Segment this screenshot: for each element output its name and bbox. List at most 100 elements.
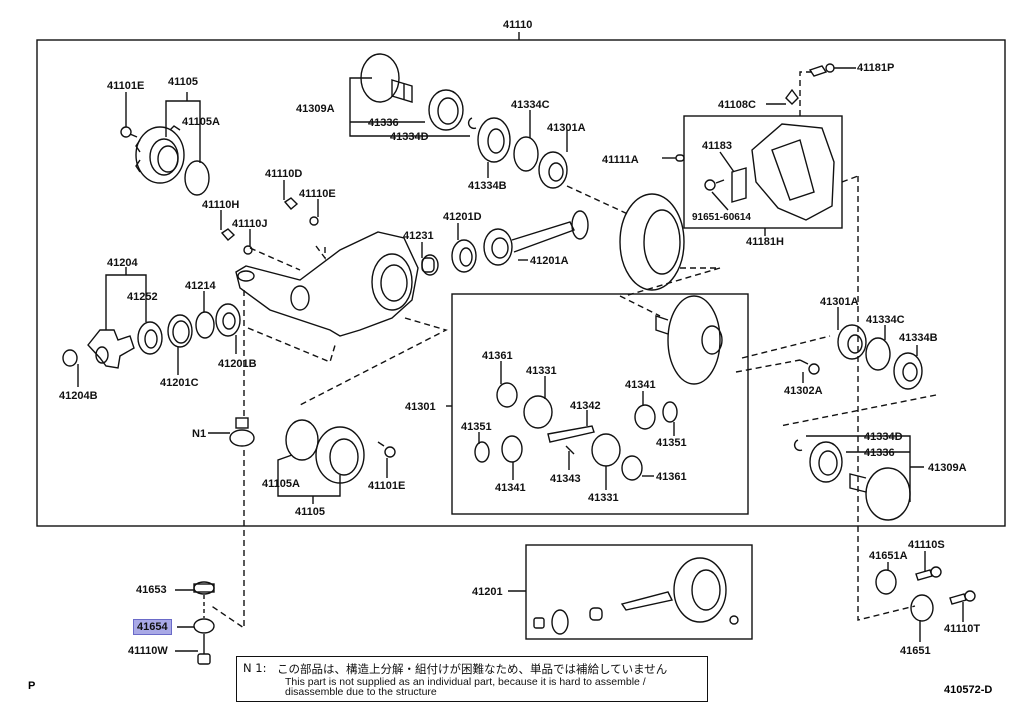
bearing-41201C <box>167 314 193 348</box>
plug-41111A <box>675 154 685 162</box>
part-label-41201-kit[interactable]: 41201 <box>472 586 503 598</box>
part-label-41214[interactable]: 41214 <box>185 280 216 292</box>
note-marker: N 1: <box>243 661 267 675</box>
part-label-41336-right[interactable]: 41336 <box>864 447 895 459</box>
part-label-41653[interactable]: 41653 <box>136 584 167 596</box>
part-label-41302A[interactable]: 41302A <box>784 385 823 397</box>
oil-seal-41336-right <box>809 441 843 483</box>
part-label-41110W[interactable]: 41110W <box>128 645 168 657</box>
part-label-41301A[interactable]: 41301A <box>547 122 586 134</box>
part-label-41204[interactable]: 41204 <box>107 257 138 269</box>
part-label-41110T[interactable]: 41110T <box>944 623 981 635</box>
rear-cover-41181H <box>751 123 835 221</box>
bolt-41110W <box>197 634 211 665</box>
part-label-41361-upper[interactable]: 41361 <box>482 350 513 362</box>
page-marker: P <box>28 680 36 692</box>
bushing-41651A <box>875 569 897 595</box>
part-label-41110S[interactable]: 41110S <box>908 539 945 551</box>
part-label-41343[interactable]: 41343 <box>550 473 581 485</box>
part-label-41331-upper[interactable]: 41331 <box>526 365 557 377</box>
part-label-41201B[interactable]: 41201B <box>218 358 257 370</box>
part-label-41201C[interactable]: 41201C <box>160 377 199 389</box>
part-label-41361-lower[interactable]: 41361 <box>656 471 687 483</box>
part-label-41105A-lower[interactable]: 41105A <box>262 478 300 490</box>
gear-41341-b <box>634 404 656 430</box>
part-label-41110D[interactable]: 41110D <box>265 168 303 180</box>
part-label-41204B[interactable]: 41204B <box>59 390 98 402</box>
part-label-41110H[interactable]: 41110H <box>202 199 240 211</box>
dashed-vertical-left <box>209 290 245 630</box>
spacer-41231 <box>421 254 439 276</box>
snap-ring-41334D-right <box>793 439 803 452</box>
part-label-41654-highlighted[interactable]: 41654 <box>133 619 172 635</box>
part-label-41105A[interactable]: 41105A <box>182 116 220 128</box>
part-label-91651-60614[interactable]: 91651-60614 <box>692 212 751 223</box>
part-label-41334C[interactable]: 41334C <box>511 99 550 111</box>
bracket-41309A-right <box>806 435 924 502</box>
bearing-41334B-top <box>477 117 511 163</box>
assembly-frame <box>36 39 1006 527</box>
part-label-41181H[interactable]: 41181H <box>746 236 784 248</box>
part-label-41101E[interactable]: 41101E <box>107 80 145 92</box>
part-label-41309A-right[interactable]: 41309A <box>928 462 967 474</box>
washer-41361-a <box>496 382 518 408</box>
part-label-41336[interactable]: 41336 <box>368 117 399 129</box>
differential-carrier-41110 <box>235 231 419 337</box>
leader-41183 <box>719 151 735 173</box>
nut-41110J <box>243 245 253 255</box>
part-label-41201D[interactable]: 41201D <box>443 211 482 223</box>
oil-seal-41252 <box>137 321 163 355</box>
part-label-41342[interactable]: 41342 <box>570 400 601 412</box>
part-label-41651A[interactable]: 41651A <box>869 550 908 562</box>
part-label-41334D[interactable]: 41334D <box>390 131 429 143</box>
part-label-41105[interactable]: 41105 <box>168 76 198 88</box>
part-label-41334B-right[interactable]: 41334B <box>899 332 938 344</box>
part-label-41301[interactable]: 41301 <box>405 401 436 413</box>
snap-ring-41334D-top <box>467 117 477 130</box>
cover-subframe <box>683 115 843 229</box>
part-label-41301A-right[interactable]: 41301A <box>820 296 859 308</box>
part-label-41110[interactable]: 41110 <box>503 19 533 31</box>
bolt-41101E-bottom <box>377 441 396 458</box>
washer-41351-b <box>662 401 678 423</box>
bearing-41334B-right <box>893 352 923 390</box>
part-label-41334B[interactable]: 41334B <box>468 180 507 192</box>
part-label-41101E-lower[interactable]: 41101E <box>368 480 406 492</box>
ring-gear-kit-frame <box>525 544 753 640</box>
part-label-41181P[interactable]: 41181P <box>857 62 895 74</box>
part-label-41331-lower[interactable]: 41331 <box>588 492 619 504</box>
gear-41331-b <box>591 433 621 467</box>
side-gear-shaft-41309A-right <box>849 467 911 521</box>
leader-91651 <box>711 191 729 211</box>
part-label-41105-lower[interactable]: 41105 <box>295 506 325 518</box>
part-label-41351-left[interactable]: 41351 <box>461 421 492 433</box>
part-label-41183[interactable]: 41183 <box>702 140 732 152</box>
bolt-91651-60614 <box>704 179 725 191</box>
part-label-41231[interactable]: 41231 <box>403 230 434 242</box>
part-label-41108C[interactable]: 41108C <box>718 99 756 111</box>
bolt-41302A <box>799 359 820 375</box>
part-label-41334C-right[interactable]: 41334C <box>866 314 905 326</box>
part-label-41651[interactable]: 41651 <box>900 645 931 657</box>
part-label-41341-right[interactable]: 41341 <box>625 379 656 391</box>
part-label-41309A[interactable]: 41309A <box>296 103 335 115</box>
bolt-41110D <box>283 197 299 210</box>
n1-note-box: N 1: この部品は、構造上分解・組付けが困難なため、単品では補給していません … <box>236 656 708 702</box>
part-label-41111A[interactable]: 41111A <box>602 154 639 166</box>
part-label-41334D-right[interactable]: 41334D <box>864 431 903 443</box>
part-label-41110E[interactable]: 41110E <box>299 188 336 200</box>
bolt-41110T <box>949 590 976 605</box>
part-label-41201A[interactable]: 41201A <box>530 255 569 267</box>
part-label-41110J[interactable]: 41110J <box>232 218 268 230</box>
oil-seal-41201D <box>451 239 477 273</box>
breather-plug-N1 <box>229 417 255 447</box>
bracket-41309A-top <box>349 77 470 137</box>
bearing-41201B <box>215 303 241 337</box>
bolt-41101E-top <box>120 126 138 138</box>
part-label-N1[interactable]: N1 <box>192 428 207 440</box>
part-label-41252[interactable]: 41252 <box>127 291 158 303</box>
companion-flange-41204 <box>87 329 135 369</box>
part-label-41351-right[interactable]: 41351 <box>656 437 687 449</box>
part-label-41341-left[interactable]: 41341 <box>495 482 526 494</box>
